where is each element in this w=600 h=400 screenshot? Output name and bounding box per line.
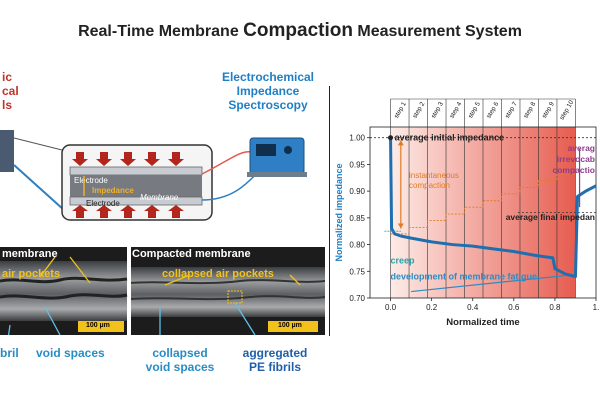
x-tick-label: 0.4 <box>467 303 479 312</box>
annotation-irrev-2: irrevocab <box>557 154 595 164</box>
step-label-8: step 8 <box>522 101 537 120</box>
impedance-series-line <box>388 136 597 279</box>
staircase-line <box>390 173 576 235</box>
membrane-label: Membrane <box>140 193 179 202</box>
panel-divider <box>329 86 330 336</box>
x-axis-label: Normalized time <box>446 317 519 328</box>
plot-frame <box>369 126 597 299</box>
pressure-arrows-top <box>72 152 184 166</box>
y-tick-label: 0.85 <box>349 214 365 223</box>
sem-left-scale: 100 µm <box>86 322 110 329</box>
page-title: Real-Time Membrane Compaction Measuremen… <box>78 20 522 41</box>
instantaneous-arrow-head-top <box>397 140 404 146</box>
electrode-bottom-label: Electrode <box>86 199 120 208</box>
sem-left-air-label: air pockets <box>2 268 61 280</box>
step-label-10: step 10 <box>559 99 576 121</box>
void-spaces-label: void spaces <box>36 346 105 360</box>
step-label-6: step 6 <box>485 101 500 120</box>
fatigue-arrow <box>411 274 566 293</box>
eis-label: Electrochemical Impedance Spectroscopy <box>221 70 315 112</box>
cell-diagram: Electrode Impedance Membrane Electrode <box>0 130 307 221</box>
annotation-instantaneous-2: compaction <box>409 181 450 190</box>
initial-point <box>388 135 394 141</box>
y-axis-label: Normalized impedance <box>334 163 344 261</box>
step-label-1: step 1 <box>393 101 408 120</box>
aggregated-fibrils-label: aggregated PE fibrils <box>242 346 308 374</box>
annotation-irrev-1: averag <box>568 143 595 153</box>
annotation-avg-final: average final impedan <box>506 212 595 222</box>
x-tick-label: 0.0 <box>385 303 397 312</box>
x-tick-label: 0.6 <box>508 303 520 312</box>
method-label-red: ic cal ls <box>2 70 19 112</box>
step-label-5: step 5 <box>467 101 482 120</box>
x-tick-label: 1. <box>593 303 600 312</box>
step-label-9: step 9 <box>541 101 556 120</box>
step-label-2: step 2 <box>412 101 427 120</box>
collapsed-void-label: collapsed void spaces <box>145 346 215 374</box>
sem-right-air-label: collapsed air pockets <box>162 268 274 280</box>
annotation-avg-initial: average initial impedance <box>395 133 505 143</box>
sem-left-header: membrane <box>2 248 58 260</box>
annotation-irrev-3: compactio <box>552 165 595 175</box>
left-device <box>0 130 14 172</box>
instantaneous-arrow-head-bottom <box>397 223 404 229</box>
y-tick-label: 0.95 <box>349 160 365 169</box>
eis-device <box>247 137 307 177</box>
annotation-instantaneous-1: instantaneous <box>409 171 459 180</box>
pressure-arrows-bottom <box>72 205 184 218</box>
step-label-4: step 4 <box>449 101 464 120</box>
sem-images <box>0 247 325 335</box>
annotation-fatigue: development of membrane fatigue <box>391 271 538 281</box>
y-tick-label: 0.70 <box>349 294 365 303</box>
y-tick-label: 1.00 <box>349 134 365 143</box>
sem-right-header: Compacted membrane <box>132 248 251 260</box>
x-tick-label: 0.8 <box>549 303 561 312</box>
step-label-3: step 3 <box>430 101 445 120</box>
sem-right-scale: 100 µm <box>278 322 302 329</box>
x-tick-label: 0.2 <box>426 303 438 312</box>
y-tick-label: 0.90 <box>349 187 365 196</box>
step-label-7: step 7 <box>504 101 519 120</box>
y-tick-label: 0.75 <box>349 267 365 276</box>
impedance-label: Impedance <box>92 186 134 195</box>
electrode-top-label: Electrode <box>74 176 108 185</box>
fibril-label: bril <box>0 346 19 360</box>
y-tick-label: 0.80 <box>349 241 365 250</box>
annotation-creep: creep <box>391 255 416 265</box>
